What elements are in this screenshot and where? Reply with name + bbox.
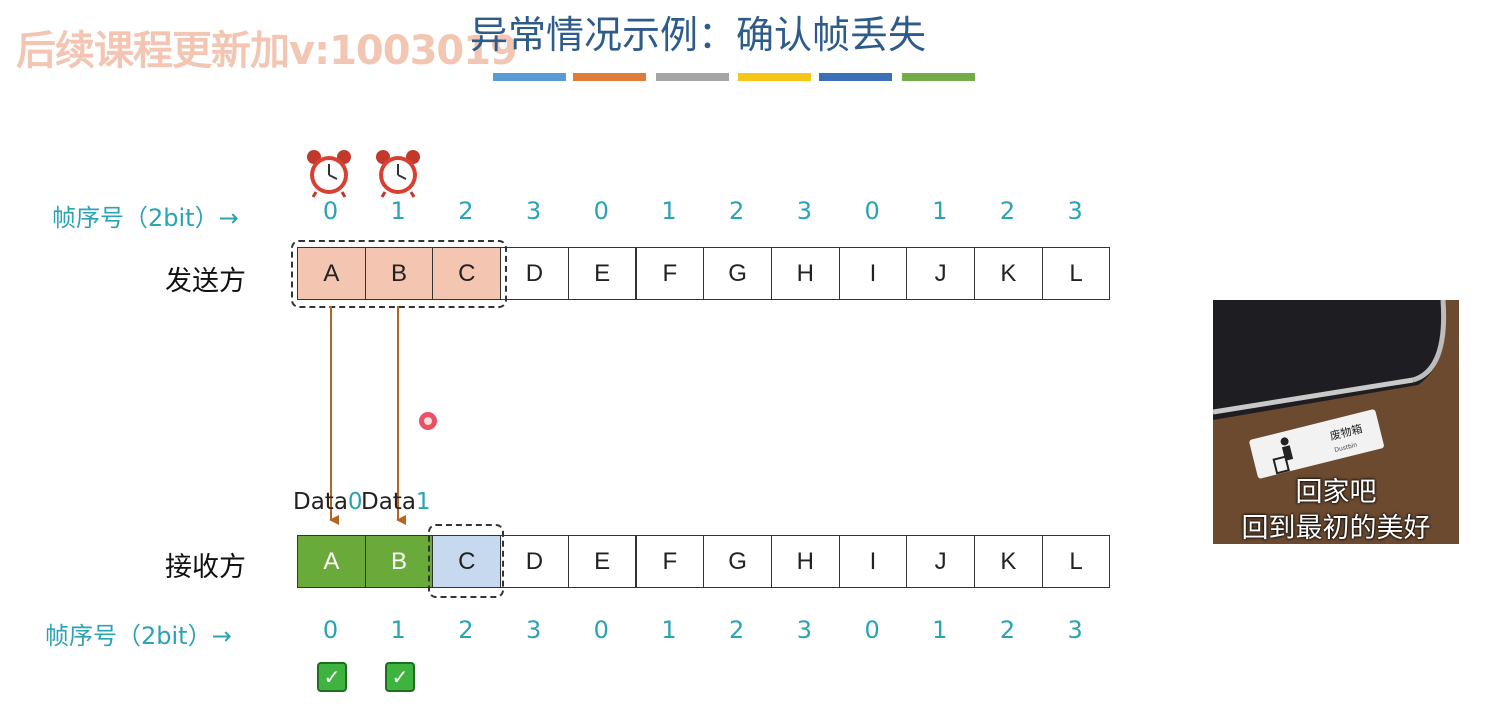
- seq-number: 1: [365, 616, 432, 644]
- check-icon: ✓: [385, 662, 415, 692]
- overlay-caption-line1: 回家吧: [1213, 470, 1459, 509]
- seq-number: 1: [636, 616, 703, 644]
- receiver-window-dashed-box: [428, 524, 504, 598]
- data0-label: Data0: [293, 489, 363, 515]
- frame-cell: H: [771, 535, 840, 588]
- receiver-seq-label: 帧序号（2bit）→: [45, 616, 232, 651]
- frame-cell: L: [1042, 535, 1111, 588]
- receiver-label: 接收方: [165, 545, 246, 584]
- overlay-caption-line2: 回到最初的美好: [1213, 506, 1459, 544]
- seq-number: 0: [839, 616, 906, 644]
- frame-cell: F: [636, 535, 705, 588]
- seq-number: 2: [432, 616, 499, 644]
- seq-number: 3: [771, 616, 838, 644]
- video-overlay-image: 废物箱 Dustbin 回家吧 回到最初的美好: [1213, 300, 1459, 544]
- frame-cell: B: [365, 535, 434, 588]
- frame-cell: K: [974, 535, 1043, 588]
- seq-number: 1: [906, 616, 973, 644]
- seq-number: 0: [568, 616, 635, 644]
- seq-number: 0: [297, 616, 364, 644]
- seq-number: 2: [974, 616, 1041, 644]
- frame-cell: G: [703, 535, 772, 588]
- seq-number: 3: [500, 616, 567, 644]
- frame-cell: I: [839, 535, 908, 588]
- check-icon: ✓: [317, 662, 347, 692]
- data1-label: Data1: [361, 489, 431, 515]
- frame-cell: A: [297, 535, 366, 588]
- seq-number: 2: [703, 616, 770, 644]
- frame-cell: E: [568, 535, 637, 588]
- frame-cell: D: [500, 535, 569, 588]
- frame-cell: J: [906, 535, 975, 588]
- seq-number: 3: [1042, 616, 1109, 644]
